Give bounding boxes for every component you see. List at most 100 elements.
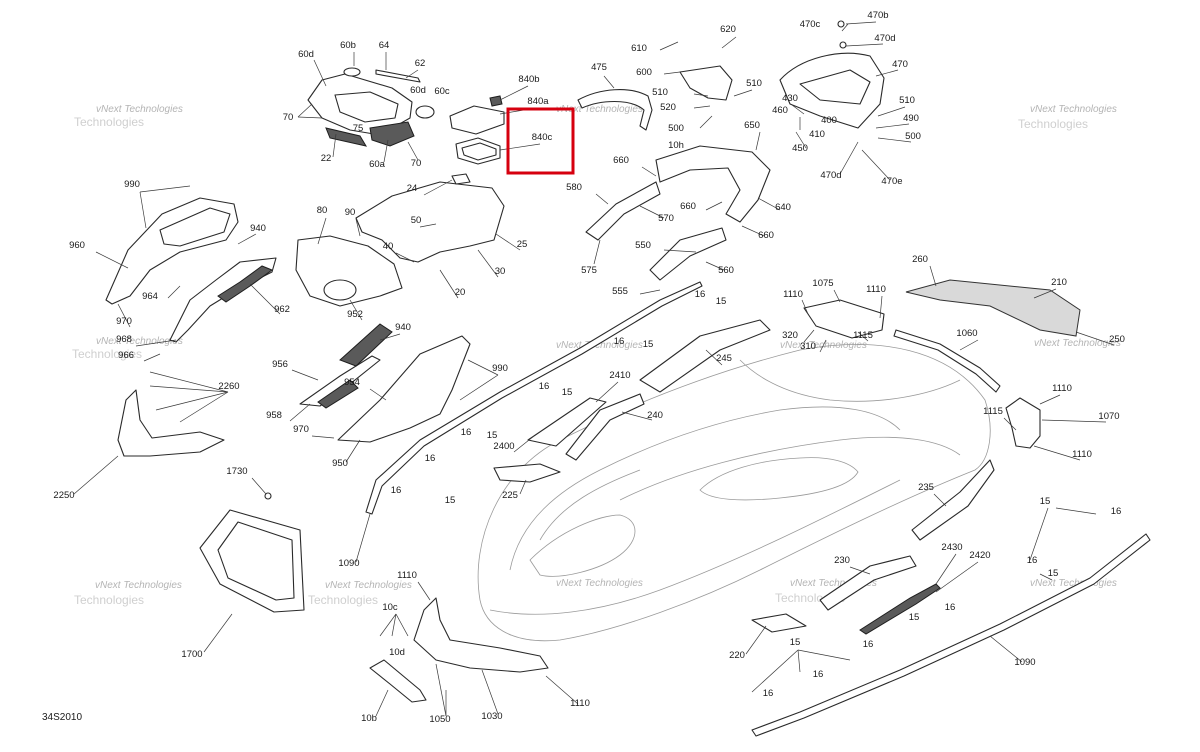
callout-label: 560 [718,265,734,276]
part-group-left-side-panel [299,323,471,443]
callout-label: 15 [445,495,456,506]
callout-label: 490 [903,113,919,124]
watermark-text: vNext Technologies [790,578,877,589]
callout-label: 320 [782,330,798,341]
part-group-front-cowl [307,67,435,147]
watermark-text: vNext Technologies [1034,338,1121,349]
callout-label: 1115 [853,330,873,341]
watermark-text: Technologies [74,115,144,129]
part-group-rear-deck [803,279,1081,449]
callout-label: 650 [744,120,760,131]
callout-label: 600 [636,67,652,78]
callout-label: 15 [1048,568,1059,579]
callout-label: 640 [775,202,791,213]
callout-label: 260 [912,254,928,265]
callout-label: 1110 [866,284,886,295]
callout-label: 15 [643,339,654,350]
callout-label: 500 [668,123,684,134]
callout-label: 60d [298,49,314,60]
document-code: 34S2010 [42,712,83,723]
watermark-text: vNext Technologies [96,336,183,347]
callout-label: 470c [800,19,821,30]
callout-label: 15 [1040,496,1051,507]
callout-label: 70 [411,158,422,169]
callout-label: 2400 [493,441,514,452]
callout-label: 22 [321,153,332,164]
callout-label: 1030 [481,711,502,722]
watermark-text: Technologies [74,593,144,607]
callout-label: 60d [410,85,426,96]
callout-label: 400 [821,115,837,126]
callout-label: 470b [867,10,888,21]
callout-label: 954 [344,377,360,388]
callout-label: 16 [425,453,436,464]
callout-label: 1075 [812,278,833,289]
callout-label: 620 [720,24,736,35]
callout-label: 956 [272,359,288,370]
callout-label: 1110 [570,698,590,709]
part-group-front-storage-bin [295,173,505,307]
hull-outline [477,344,991,642]
callout-label: 990 [492,363,508,374]
callout-label: 24 [407,183,418,194]
watermark-text: vNext Technologies [556,578,643,589]
callout-label: 16 [763,688,774,699]
part-group-storage-lid [449,95,505,165]
callout-label: 660 [613,155,629,166]
callout-label: 1110 [397,570,417,581]
callout-label: 235 [918,482,934,493]
callout-label: 510 [652,87,668,98]
callout-label: 1110 [1052,383,1072,394]
callout-label: 16 [614,336,625,347]
callout-label: 15 [909,612,920,623]
callout-label: 958 [266,410,282,421]
watermark-text: Technologies [308,593,378,607]
callout-label: 968 [116,334,132,345]
callout-label: 460 [772,105,788,116]
part-group-front-fender [105,197,277,343]
part-group-nose-cone [369,597,549,703]
callout-label: 1060 [956,328,977,339]
watermark-text: vNext Technologies [95,580,182,591]
callout-label: 1700 [181,649,202,660]
watermark-text: vNext Technologies [556,104,643,115]
callout-label: 1090 [338,558,359,569]
watermark-text: vNext Technologies [96,104,183,115]
callout-label: 16 [461,427,472,438]
callout-label: 520 [660,102,676,113]
callout-label: 964 [142,291,158,302]
callout-label: 64 [379,40,390,51]
callout-label: 40 [383,241,394,252]
callout-label: 1070 [1098,411,1119,422]
callout-label: 10b [361,713,377,724]
callout-label: 1730 [226,466,247,477]
callout-label: 210 [1051,277,1067,288]
callout-label: 1090 [1014,657,1035,668]
callout-label: 20 [455,287,466,298]
callout-label: 16 [695,289,706,300]
callout-label: 16 [539,381,550,392]
callout-label: 940 [395,322,411,333]
part-group-rub-rails [365,281,1151,737]
callout-label: 60b [340,40,356,51]
callout-label: 2410 [609,370,630,381]
callout-label: 510 [746,78,762,89]
callout-label: 470d [874,33,895,44]
callout-label: 250 [1109,334,1125,345]
callout-label: 16 [813,669,824,680]
part-group-front-bumper [117,389,225,457]
callout-label: 570 [658,213,674,224]
callout-label: 990 [124,179,140,190]
leader-lines [73,21,1115,717]
callout-label: 16 [1027,555,1038,566]
watermark-text: Technologies [1018,117,1088,131]
callout-label: 660 [680,201,696,212]
callout-label: 970 [293,424,309,435]
callout-label: 550 [635,240,651,251]
callout-label: 470 [892,59,908,70]
callout-label: 580 [566,182,582,193]
callout-label: 575 [581,265,597,276]
callout-label: 840a [527,96,549,107]
watermark-text: vNext Technologies [1030,104,1117,115]
callout-label: 30 [495,266,506,277]
